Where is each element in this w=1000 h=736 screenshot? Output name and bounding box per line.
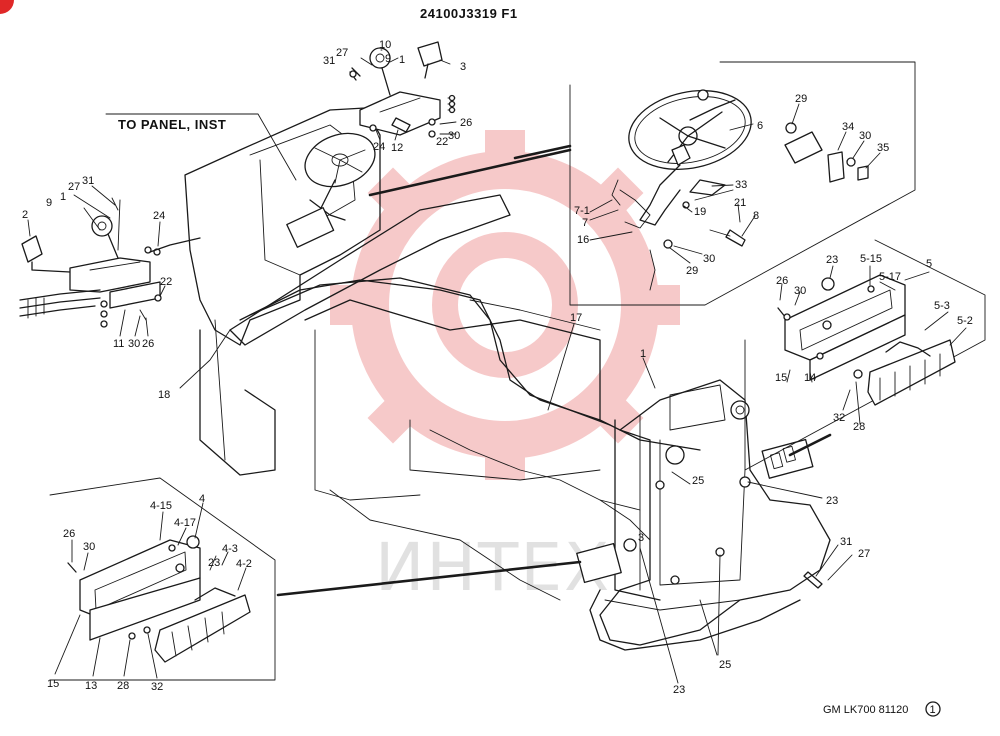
part-label: 4-3: [222, 543, 238, 555]
part-label: 26: [776, 275, 788, 287]
part-label: 24: [373, 141, 385, 153]
part-label: 32: [151, 681, 163, 693]
part-label: 9: [46, 197, 52, 209]
left-bracket-assembly: [19, 197, 201, 328]
part-label: 5: [926, 258, 932, 270]
part-label: 26: [142, 338, 154, 350]
part-label: 24: [153, 210, 165, 222]
part-label: 31: [82, 175, 94, 187]
part-label: 23: [826, 254, 838, 266]
detail-box-lamp-right: [744, 239, 986, 471]
part-label: 4-15: [150, 500, 172, 512]
part-label: 30: [83, 541, 95, 553]
part-label: 4: [199, 493, 205, 505]
part-label: 1: [399, 54, 405, 66]
part-label: 15: [775, 372, 787, 384]
part-label: 5-15: [860, 253, 882, 265]
part-label: 28: [117, 680, 129, 692]
note-leader: [105, 113, 297, 181]
steering-wheel-detail: [611, 89, 752, 291]
part-label: 5-17: [879, 271, 901, 283]
switch-detail-assembly: [784, 122, 869, 183]
detail-box-lamp-left: [49, 477, 276, 681]
part-label: 30: [703, 253, 715, 265]
part-label: 23: [208, 557, 220, 569]
footer-circle: [925, 701, 941, 717]
part-label: 32: [833, 412, 845, 424]
model-footer: GM LK700 81120: [823, 704, 908, 716]
left-lamp-assembly: [67, 535, 251, 663]
corner-mark: [0, 0, 14, 14]
to-panel-note: TO PANEL, INST: [118, 117, 226, 132]
part-label: 3: [460, 61, 466, 73]
part-label: 5-3: [934, 300, 950, 312]
part-labels: 31 27 10 9 1 3 26 30 22 24 12 6 33 7-1 7…: [22, 39, 973, 696]
part-label: 30: [448, 130, 460, 142]
detail-box-steering: [569, 61, 916, 306]
part-label: 31: [323, 55, 335, 67]
part-label: 5-2: [957, 315, 973, 327]
part-label: 14: [804, 372, 816, 384]
part-label: 2: [22, 209, 28, 221]
part-label: 18: [158, 389, 170, 401]
right-lamp-assembly: [777, 274, 956, 406]
part-label: 27: [858, 548, 870, 560]
part-label: 10: [379, 39, 391, 51]
part-label: 30: [794, 285, 806, 297]
part-label: 29: [686, 265, 698, 277]
part-label: 17: [570, 312, 582, 324]
part-label: 15: [47, 678, 59, 690]
part-label: 30: [128, 338, 140, 350]
part-label: 4-2: [236, 558, 252, 570]
part-label: 35: [877, 142, 889, 154]
part-label: 27: [68, 181, 80, 193]
part-label: 16: [577, 234, 589, 246]
part-label: 13: [85, 680, 97, 692]
part-label: 1: [60, 191, 66, 203]
part-label: 4-17: [174, 517, 196, 529]
part-label: 21: [734, 197, 746, 209]
part-label: 7: [582, 217, 588, 229]
part-label: 25: [719, 659, 731, 671]
part-label: 26: [460, 117, 472, 129]
part-label: 33: [735, 179, 747, 191]
part-label: 23: [826, 495, 838, 507]
part-label: 22: [160, 276, 172, 288]
part-label: 11: [113, 338, 124, 350]
part-label: 25: [692, 475, 704, 487]
part-label: 34: [842, 121, 854, 133]
upper-bracket-assembly: [349, 41, 456, 138]
part-label: 26: [63, 528, 75, 540]
part-label: 12: [391, 142, 403, 154]
part-label: 31: [840, 536, 852, 548]
footer-circled-number: 1: [930, 704, 936, 716]
part-label: 30: [859, 130, 871, 142]
watermark-text: ИНТЕХ: [375, 529, 611, 606]
left-leaders: [27, 185, 231, 389]
part-label: 27: [336, 47, 348, 59]
part-label: 7-1: [574, 205, 590, 217]
part-label: 8: [753, 210, 759, 222]
part-code-header: 24100J3319 F1: [420, 6, 518, 21]
part-label: 29: [795, 93, 807, 105]
part-label: 22: [436, 136, 448, 148]
part-label: 19: [694, 206, 706, 218]
part-label: 1: [640, 348, 646, 360]
part-label: 23: [673, 684, 685, 696]
part-label: 3: [638, 532, 644, 544]
part-label: 28: [853, 421, 865, 433]
part-label: 6: [757, 120, 763, 132]
steering-wheel-main: [286, 132, 376, 248]
part-label: 9: [385, 53, 391, 65]
detail-link-steering: [368, 148, 572, 197]
